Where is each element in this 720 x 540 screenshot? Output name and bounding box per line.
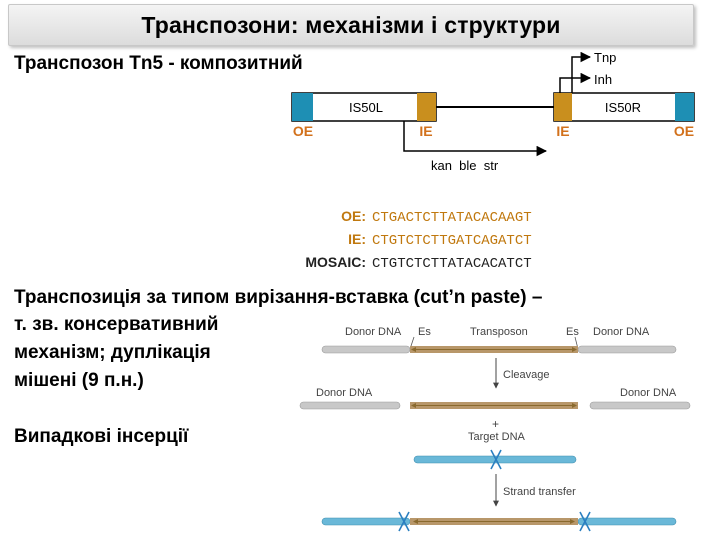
page-title: Транспозони: механізми і структури — [141, 11, 561, 38]
resistance-genes-label: kan ble str — [431, 158, 499, 173]
ie-label-right: IE — [556, 123, 569, 139]
paragraph-line-4: мішені (9 п.н.) — [14, 370, 144, 391]
target-site-marker — [490, 449, 502, 470]
paragraph-line-2: т. зв. консервативний — [14, 314, 219, 335]
paragraph-random-insertions: Випадкові інсерції — [14, 426, 189, 447]
paragraph-line-3: механізм; дуплікація — [14, 342, 211, 363]
ie-label-left: IE — [419, 123, 432, 139]
oe-sequence: CTGACTCTTATACACAAGT — [372, 210, 532, 226]
tnp-label: Tnp — [594, 50, 616, 65]
inh-label: Inh — [594, 72, 612, 87]
donor-dna-label-right: Donor DNA — [620, 387, 677, 399]
ie-left-block — [417, 93, 436, 121]
donor-dna-label-top-left: Donor DNA — [345, 326, 402, 338]
donor-dna-label-left: Donor DNA — [316, 387, 373, 399]
donor-dna-label-top-right: Donor DNA — [593, 326, 650, 338]
target-dna-label: Target DNA — [468, 431, 526, 443]
end-sequences: OE: CTGACTCTTATACACAAGT IE: CTGTCTCTTGAT… — [305, 208, 531, 272]
target-dna-right-row4 — [577, 517, 677, 526]
oe-left-block — [292, 93, 313, 121]
tn5-diagram: IS50L IS50R OE IE IE OE Tnp Inh kan ble … — [291, 50, 695, 173]
es-label-right: Es — [566, 326, 579, 338]
resistance-genes-arrow — [403, 121, 548, 157]
paragraph-line-1: Транспозиція за типом вирізання-вставка … — [14, 287, 543, 308]
ie-sequence: CTGTCTCTTGATCAGATCT — [372, 233, 532, 249]
subtitle: Транспозон Tn5 - композитний — [14, 53, 303, 74]
plus-sign: + — [492, 417, 499, 431]
duplication-marker-right — [579, 511, 591, 532]
oe-right-block — [675, 93, 694, 121]
oe-label-left: OE — [293, 123, 313, 139]
donor-dna-right-row1 — [577, 345, 677, 354]
tnp-arrow — [571, 51, 592, 93]
cleavage-label: Cleavage — [503, 369, 549, 381]
donor-dna-left-row2 — [299, 401, 401, 410]
cut-paste-diagram: Donor DNA Es Transposon Es Donor DNA Cle… — [299, 326, 691, 532]
mosaic-sequence: CTGTCTCTTATACACATCT — [372, 256, 532, 272]
es-label-left: Es — [418, 326, 431, 338]
is50l-element: IS50L — [291, 92, 437, 122]
strand-transfer-label: Strand transfer — [503, 486, 576, 498]
oe-seq-label: OE: — [341, 208, 366, 224]
transposon-label: Transposon — [470, 326, 528, 338]
target-dna-left-row4 — [321, 517, 411, 526]
duplication-marker-left — [398, 511, 410, 532]
is50r-element: IS50R — [553, 92, 695, 122]
donor-dna-right-row2 — [589, 401, 691, 410]
ie-seq-label: IE: — [348, 231, 366, 247]
is50r-label: IS50R — [605, 100, 641, 115]
donor-dna-left-row1 — [321, 345, 411, 354]
ie-right-block — [554, 93, 572, 121]
is50l-label: IS50L — [349, 100, 383, 115]
inh-arrow — [559, 72, 592, 93]
title-bar: Транспозони: механізми і структури — [8, 4, 694, 46]
mosaic-seq-label: MOSAIC: — [305, 254, 366, 270]
oe-label-right: OE — [674, 123, 694, 139]
